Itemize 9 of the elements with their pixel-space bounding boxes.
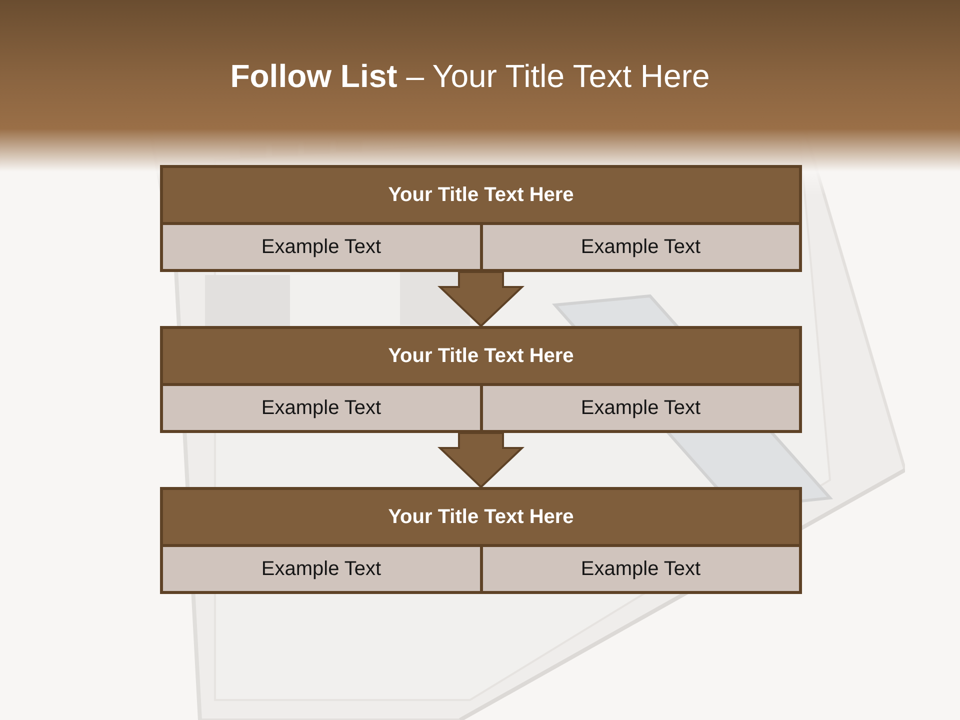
block-arrow — [438, 271, 524, 327]
step-title: Your Title Text Here — [163, 490, 799, 544]
step-title: Your Title Text Here — [163, 168, 799, 222]
block-arrow — [438, 432, 524, 488]
step-panel — [160, 165, 802, 272]
slide-title: Follow List – Your Title Text Here — [229, 57, 711, 96]
step-panel — [160, 326, 802, 433]
step-panel — [160, 487, 802, 594]
step-title: Your Title Text Here — [163, 329, 799, 383]
